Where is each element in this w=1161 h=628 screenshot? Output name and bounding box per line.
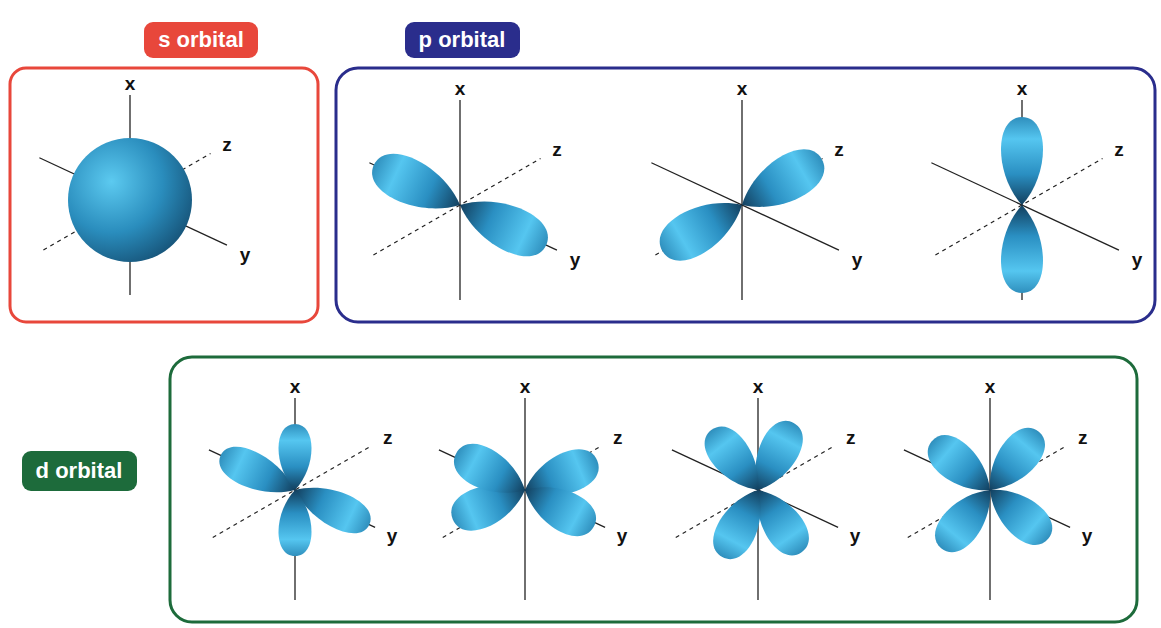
axis-label: y (387, 526, 398, 545)
axis-label: z (222, 135, 232, 154)
orbital-lobe (279, 424, 312, 490)
orbital-lobe (1001, 117, 1043, 205)
axis-label: x (520, 377, 531, 396)
orbital-figure (931, 100, 1119, 300)
orbital-figure (904, 398, 1070, 600)
orbital-figure (672, 398, 838, 600)
axis-label: y (852, 249, 863, 268)
axis-label: z (552, 140, 562, 159)
tag-text: p orbital (419, 29, 506, 51)
x-axis (459, 100, 460, 300)
x-axis (524, 398, 525, 600)
orbital-lobe (705, 481, 775, 566)
orbital-figure (364, 100, 557, 300)
axis-label: y (617, 526, 628, 545)
axis-label: x (737, 79, 748, 98)
axis-label: z (1078, 427, 1088, 446)
axis-label: z (1114, 140, 1124, 159)
orbital-lobe (696, 418, 774, 502)
axis-label: y (570, 249, 581, 268)
axis-label: y (1082, 526, 1093, 545)
axis-label: y (1132, 249, 1143, 268)
orbital-figure (439, 398, 605, 600)
axis-label: y (850, 526, 861, 545)
s-panel (10, 68, 318, 322)
axis-label: x (1017, 79, 1028, 98)
s-orbital-sphere (68, 138, 192, 262)
axis-label: z (383, 427, 393, 446)
orbital-figures (39, 95, 1119, 600)
axis-label: x (455, 79, 466, 98)
orbital-tag: s orbital (144, 22, 258, 58)
axis-label: x (753, 377, 764, 396)
orbital-figure (651, 100, 839, 300)
axis-label: z (834, 140, 844, 159)
d-panel (170, 357, 1137, 622)
axis-label: x (985, 377, 996, 396)
p-panel (336, 68, 1155, 322)
axis-label: y (240, 244, 251, 263)
orbital-lobe (926, 477, 1005, 560)
orbital-lobe (651, 186, 753, 271)
orbital-lobe (447, 436, 535, 508)
orbital-figure (209, 398, 377, 600)
orbital-lobe (364, 144, 469, 225)
axis-label: x (125, 74, 136, 93)
axis-label: z (613, 427, 623, 446)
orbital-figure (39, 95, 227, 295)
orbital-tag: p orbital (405, 22, 520, 58)
tag-text: d orbital (36, 460, 123, 482)
orbital-lobe (1001, 205, 1043, 293)
orbital-lobe (977, 475, 1060, 554)
orbital-lobe (731, 140, 833, 225)
orbital-lobe (279, 490, 312, 556)
orbital-tag: d orbital (22, 451, 137, 491)
tag-text: s orbital (158, 29, 244, 51)
axis-label: z (846, 427, 856, 446)
orbital-lobe (450, 185, 555, 266)
orbital-lobe (515, 472, 603, 544)
axis-label: x (290, 377, 301, 396)
x-axis (741, 100, 742, 300)
